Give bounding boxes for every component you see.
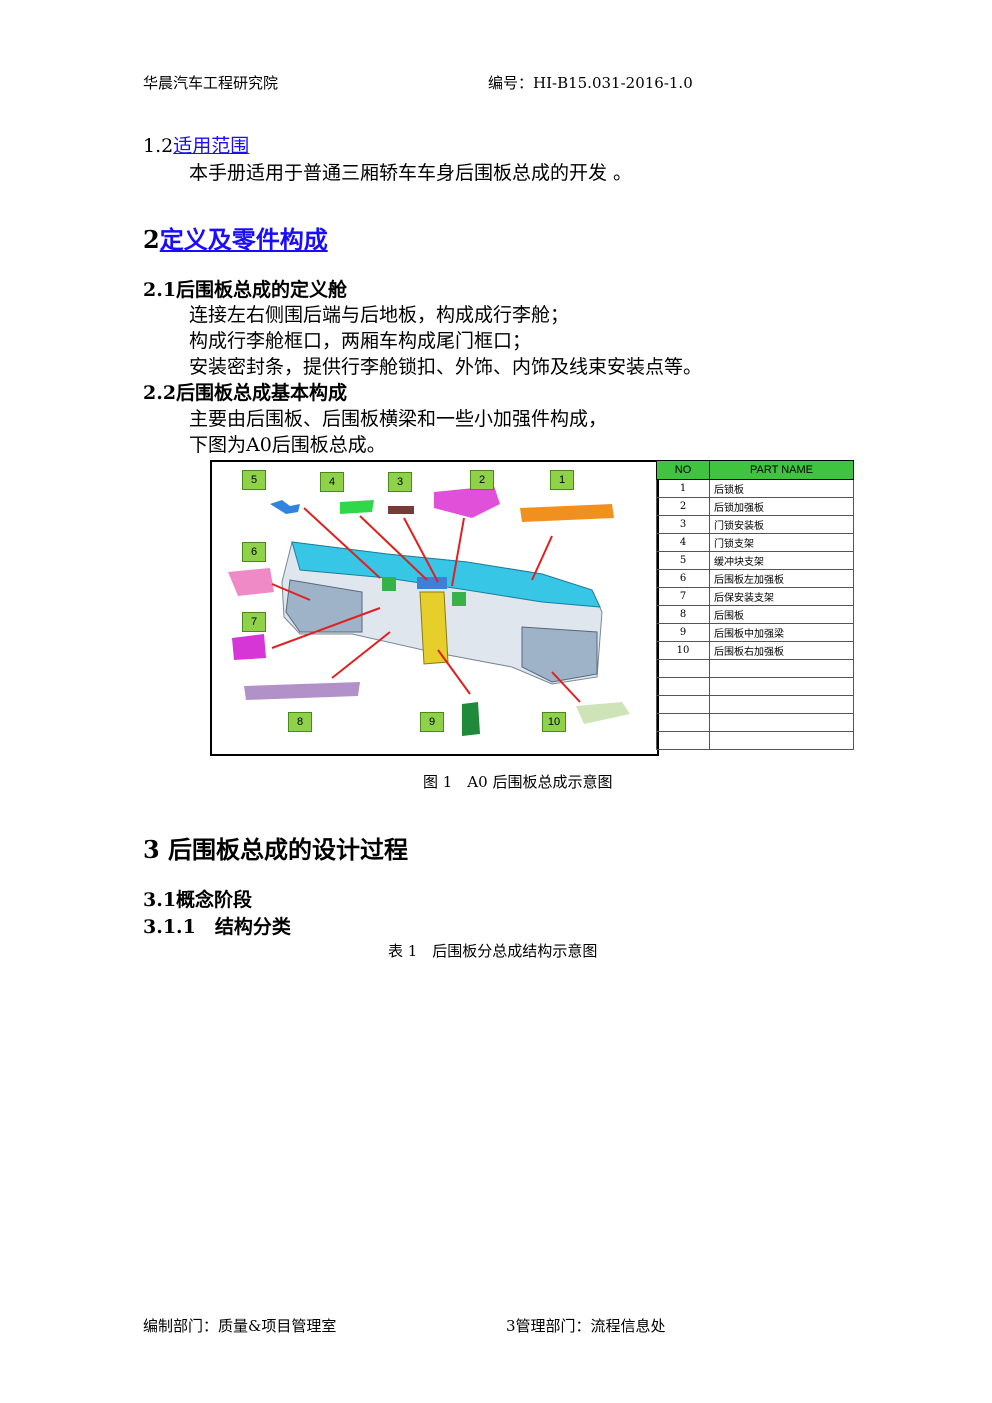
part-name: 后围板 (709, 605, 854, 624)
section-2-1-line-3: 安装密封条，提供行李舱锁扣、外饰、内饰及线束安装点等。 (189, 356, 703, 378)
part-no: 5 (656, 551, 710, 570)
section-2-number: 2 (143, 225, 160, 254)
section-2-heading: 2定义及零件构成 (143, 220, 328, 255)
callout-label-10: 10 (542, 712, 566, 732)
callout-label-5: 5 (242, 470, 266, 490)
table-row (656, 695, 854, 714)
figure-caption: 图 1 A0 后围板总成示意图 (423, 773, 613, 791)
callout-label-9: 9 (420, 712, 444, 732)
footer-editor-dept: 编制部门：质量&项目管理室 (143, 1317, 337, 1335)
section-1-2-heading: 1.2适用范围 (143, 131, 249, 158)
part-name: 后锁板 (709, 479, 854, 498)
callout-label-3: 3 (388, 472, 412, 492)
part-no (656, 659, 710, 678)
part-no (656, 695, 710, 714)
part-name (709, 695, 854, 714)
part-name (709, 677, 854, 696)
callout-label-1: 1 (550, 470, 574, 490)
table-row (656, 677, 854, 696)
part-table-no-header: NO (656, 460, 710, 480)
part-no: 2 (656, 497, 710, 516)
header-doc-number: 编号：HI-B15.031-2016-1.0 (488, 74, 693, 92)
rear-panel-assembly-illustration (228, 486, 630, 736)
part-no: 8 (656, 605, 710, 624)
section-3-1-title: 3.1概念阶段 (143, 889, 253, 911)
part-name: 后保安装支架 (709, 587, 854, 606)
part-name: 门锁安装板 (709, 515, 854, 534)
section-2-2-title: 2.2后围板总成基本构成 (143, 382, 348, 404)
section-1-2-number: 1.2 (143, 135, 174, 157)
callout-label-7: 7 (242, 612, 266, 632)
part-no: 9 (656, 623, 710, 642)
part-no (656, 731, 710, 750)
part-name (709, 731, 854, 750)
footer-manager-dept: 3管理部门：流程信息处 (506, 1317, 666, 1335)
figure-image-frame: 5 4 3 2 1 6 7 8 9 10 (210, 460, 659, 756)
section-2-title-link[interactable]: 定义及零件构成 (159, 225, 328, 254)
callout-label-2: 2 (470, 470, 494, 490)
part-name: 缓冲块支架 (709, 551, 854, 570)
part-name: 后围板右加强板 (709, 641, 854, 660)
table-row (656, 713, 854, 732)
table-row (656, 659, 854, 678)
part-name (709, 659, 854, 678)
part-no: 3 (656, 515, 710, 534)
part-table-header-row: NO PART NAME (656, 460, 854, 480)
callout-label-6: 6 (242, 542, 266, 562)
section-3-1-1-title: 3.1.1 结构分类 (143, 916, 291, 938)
part-no: 10 (656, 641, 710, 660)
section-2-1-line-1: 连接左右侧围后端与后地板，构成成行李舱； (189, 304, 570, 326)
part-no: 7 (656, 587, 710, 606)
part-no (656, 677, 710, 696)
section-3-title: 3 后围板总成的设计过程 (143, 835, 409, 864)
section-2-1-line-2: 构成行李舱框口，两厢车构成尾门框口； (189, 330, 532, 352)
section-2-2-line-1: 主要由后围板、后围板横梁和一些小加强件构成， (189, 408, 608, 430)
table-1-caption: 表 1 后围板分总成结构示意图 (388, 942, 598, 960)
part-name (709, 713, 854, 732)
part-no (656, 713, 710, 732)
header-org: 华晨汽车工程研究院 (143, 74, 279, 92)
part-name: 门锁支架 (709, 533, 854, 552)
part-name: 后锁加强板 (709, 497, 854, 516)
part-name: 后围板中加强梁 (709, 623, 854, 642)
part-table-name-header: PART NAME (709, 460, 854, 480)
section-2-2-line-2: 下图为A0后围板总成。 (189, 434, 386, 456)
part-no: 1 (656, 479, 710, 498)
part-no: 4 (656, 533, 710, 552)
table-row (656, 731, 854, 750)
section-1-2-text: 本手册适用于普通三厢轿车车身后围板总成的开发 。 (189, 162, 633, 184)
part-no: 6 (656, 569, 710, 588)
section-1-2-title-link[interactable]: 适用范围 (173, 135, 250, 157)
callout-label-8: 8 (288, 712, 312, 732)
part-name: 后围板左加强板 (709, 569, 854, 588)
section-2-1-title: 2.1后围板总成的定义舱 (143, 279, 348, 301)
callout-label-4: 4 (320, 472, 344, 492)
